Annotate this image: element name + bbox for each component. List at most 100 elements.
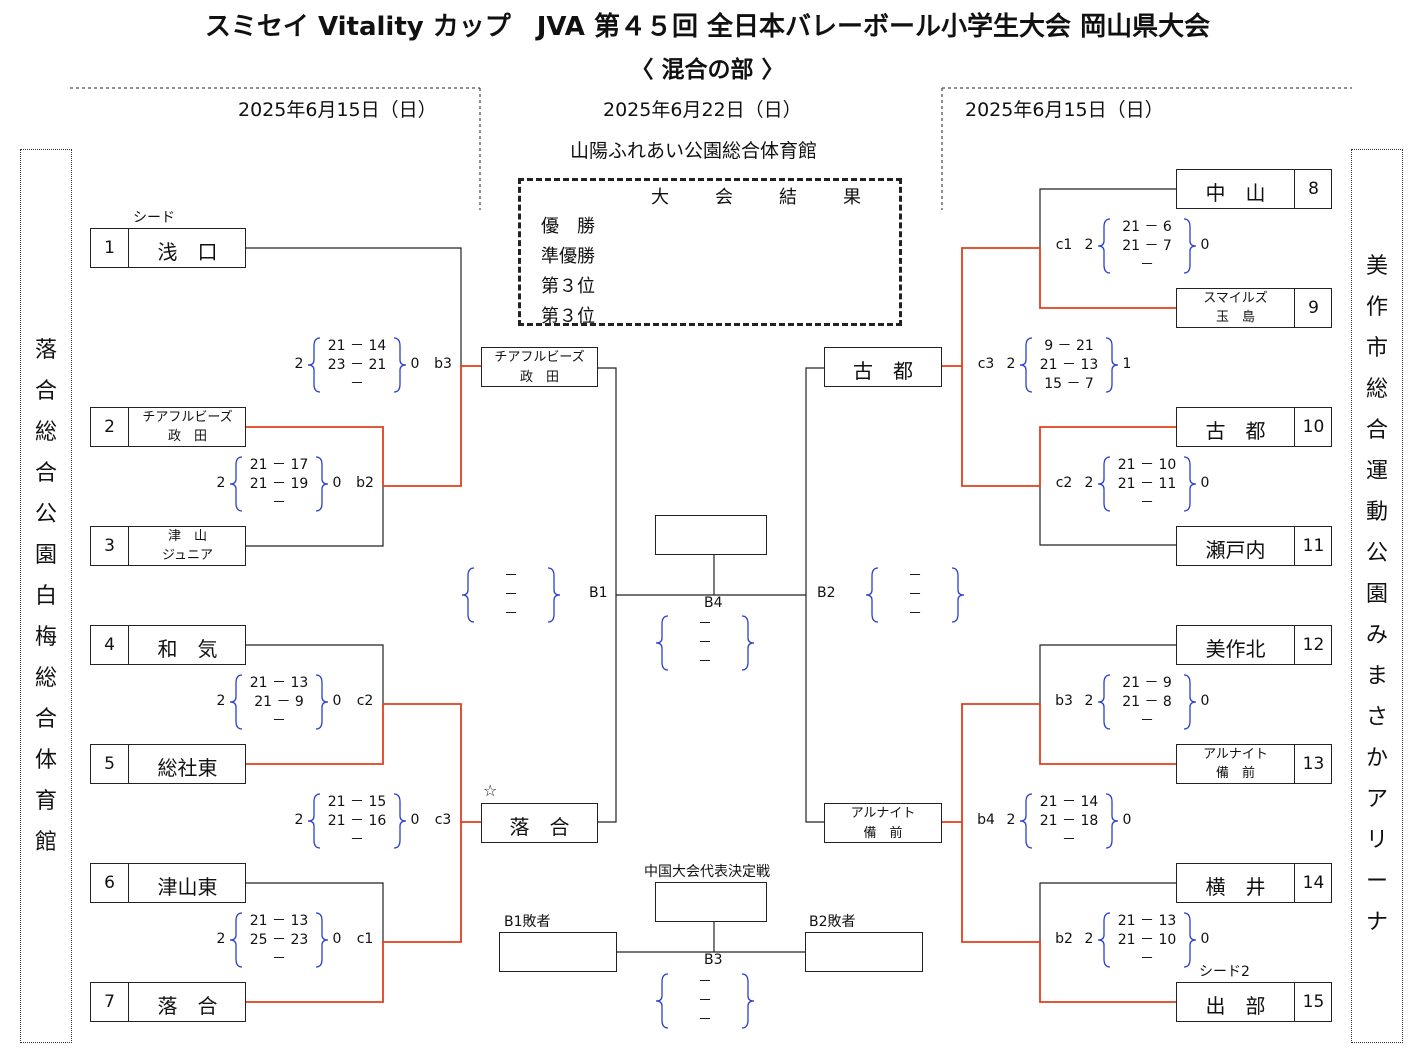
- team-number: 2: [91, 408, 129, 446]
- team-number: 14: [1294, 864, 1332, 902]
- L_b3-set-2: 23 － 21: [327, 357, 387, 373]
- team-number: 11: [1294, 527, 1332, 565]
- right-winner-bottom: アルナイト 備 前: [824, 803, 942, 843]
- L_c2-set-1: 21 － 13: [249, 675, 309, 691]
- close-brace: [1183, 674, 1197, 730]
- L_c3-label: c3: [434, 812, 452, 828]
- label-b1: B1: [589, 585, 608, 601]
- close-brace: [1183, 912, 1197, 968]
- close-brace: [741, 615, 755, 671]
- final-winner-box: [655, 515, 767, 555]
- close-brace: [1105, 337, 1119, 393]
- third-winner-box: [655, 882, 767, 922]
- L_c1-sets-lost: 0: [332, 931, 342, 947]
- team-name-line: 備 前: [1215, 766, 1255, 781]
- R_c3-set-1: 9 － 21: [1044, 338, 1094, 354]
- right-venue-char: 動: [1365, 500, 1388, 525]
- right-team-12: 12 美作北: [1176, 625, 1332, 665]
- R_c1-label: c1: [1055, 237, 1073, 253]
- left-venue-char: 育: [34, 789, 57, 814]
- team-name-line: スマイルズ: [1203, 291, 1268, 306]
- team-number: 4: [91, 626, 129, 664]
- open-brace: [1097, 218, 1111, 274]
- team-number: 12: [1294, 626, 1332, 664]
- team-name: 落 合: [157, 994, 218, 1018]
- dashed-separators: [70, 87, 1352, 210]
- team-name-line: 玉 島: [1215, 310, 1255, 325]
- team-number: 10: [1294, 408, 1332, 446]
- R_c1-sets-won: 2: [1084, 237, 1094, 253]
- R_b2-sets-lost: 0: [1200, 931, 1210, 947]
- result-winner: 優 勝: [541, 216, 595, 237]
- right-venue-char: ー: [1365, 869, 1388, 894]
- winner-lines: [246, 247, 1176, 1003]
- left-venue-text: 落合総合公園白梅総合体育館: [21, 330, 71, 863]
- team-number: 3: [91, 527, 129, 565]
- team-name: 総社東: [157, 756, 218, 780]
- open-brace: [307, 793, 321, 849]
- b4-dash: －: [698, 616, 712, 632]
- left-venue-char: 公: [34, 502, 57, 527]
- b3-dash: －: [698, 993, 712, 1009]
- black-lines: [246, 188, 1176, 953]
- open-brace: [865, 567, 879, 623]
- close-brace: [741, 973, 755, 1029]
- R_c2-sets-lost: 0: [1200, 475, 1210, 491]
- R_c2-set-3: －: [1140, 495, 1154, 511]
- open-brace: [1097, 456, 1111, 512]
- open-brace: [229, 674, 243, 730]
- right-winner-top: 古 都: [824, 347, 942, 387]
- date-left: 2025年6月15日（日）: [238, 99, 437, 121]
- team-name: 浅 口: [157, 240, 218, 264]
- page-subtitle: 〈 混合の部 〉: [630, 57, 785, 83]
- open-brace: [1097, 912, 1111, 968]
- left-venue-char: 体: [34, 748, 57, 773]
- label-b4: B4: [704, 595, 723, 611]
- result-runner-up: 準優勝: [541, 246, 595, 267]
- L_c2-label: c2: [356, 693, 374, 709]
- b3-dash: －: [698, 974, 712, 990]
- b2-dash: －: [908, 568, 922, 584]
- date-center: 2025年6月22日（日）: [603, 99, 802, 121]
- R_b2-set-3: －: [1140, 951, 1154, 967]
- third-title: 中国大会代表決定戦: [644, 864, 770, 880]
- left-venue-char: 合: [34, 461, 57, 486]
- b1-dash: －: [504, 568, 518, 584]
- close-brace: [547, 567, 561, 623]
- R_c1-set-1: 21 － 6: [1122, 219, 1172, 235]
- open-brace: [655, 615, 669, 671]
- team-name-line: 津 山: [167, 529, 207, 544]
- open-brace: [229, 456, 243, 512]
- R_c3-set-3: 15 － 7: [1044, 376, 1094, 392]
- team-name-line: ジュニア: [161, 548, 214, 563]
- R_b4-set-2: 21 － 18: [1039, 813, 1099, 829]
- team-name: 中 山: [1205, 181, 1266, 205]
- L_c1-sets-won: 2: [216, 931, 226, 947]
- open-brace: [1019, 337, 1033, 393]
- left-winner-top: チアフルビーズ 政 田: [481, 347, 598, 387]
- R_b3-set-3: －: [1140, 713, 1154, 729]
- L_c3-sets-lost: 0: [410, 812, 420, 828]
- results-box: 大 会 結 果 優 勝 準優勝 第３位 第３位: [518, 178, 902, 327]
- R_b2-set-1: 21 － 13: [1117, 913, 1177, 929]
- L_b3-label: b3: [434, 356, 452, 372]
- right-venue-char: 総: [1365, 377, 1388, 402]
- team-name: 出 部: [1205, 994, 1266, 1018]
- L_c1-label: c1: [356, 931, 374, 947]
- R_b4-set-1: 21 － 14: [1039, 794, 1099, 810]
- label-b3: B3: [704, 952, 723, 968]
- R_c3-label: c3: [977, 356, 995, 372]
- team-name: 和 気: [157, 637, 218, 661]
- right-venue-char: 合: [1365, 418, 1388, 443]
- team-name-line: チアフルビーズ: [142, 410, 233, 425]
- left-venue-char: 総: [34, 666, 57, 691]
- team-name: 美作北: [1205, 637, 1266, 661]
- team-name: 古 都: [1205, 419, 1266, 443]
- team-number: 7: [91, 983, 129, 1021]
